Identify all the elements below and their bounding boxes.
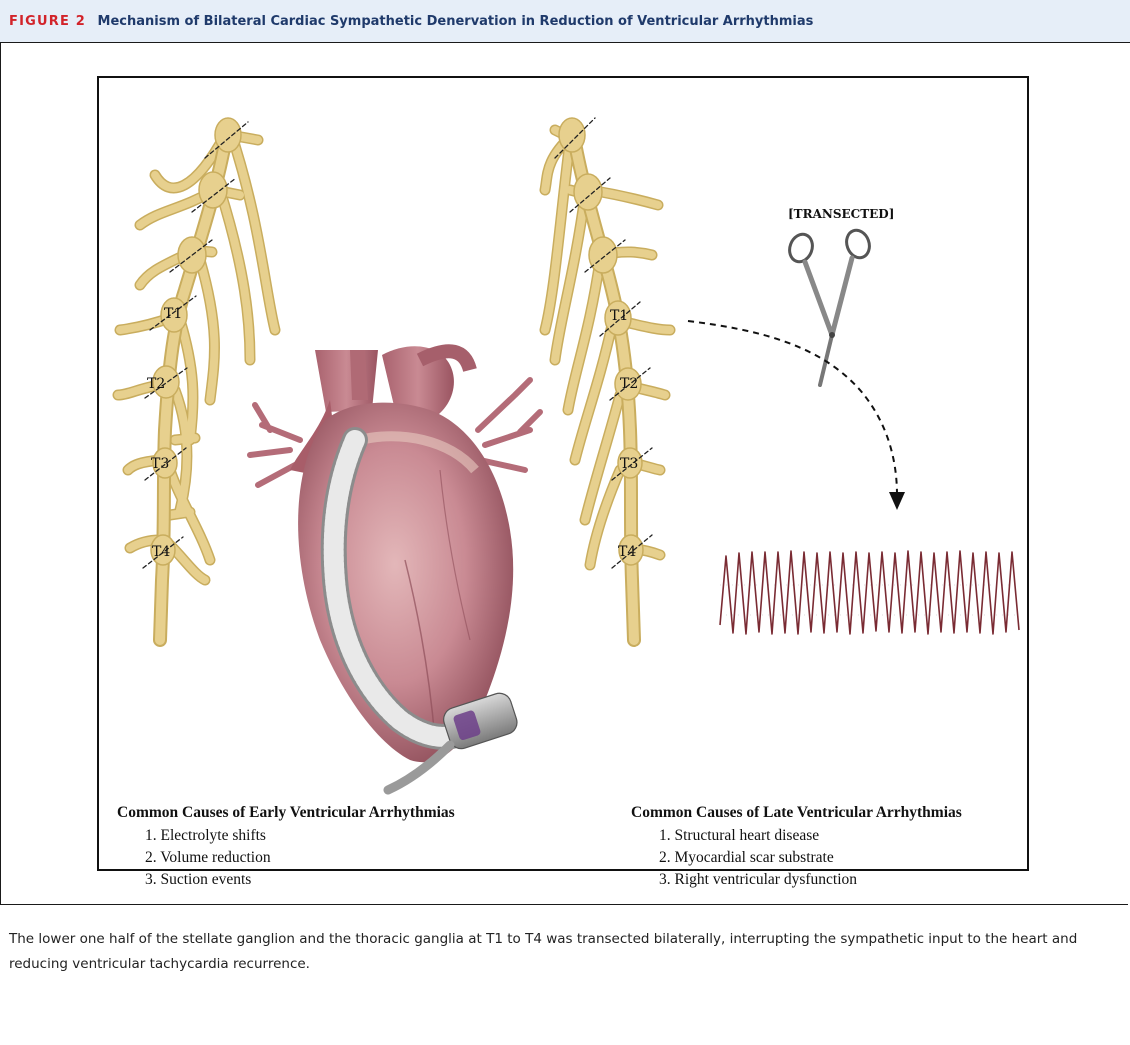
right-sympathetic-chain bbox=[545, 118, 670, 640]
right-ganglion-label-t3: T3 bbox=[620, 456, 638, 472]
scissors-label: [TRANSECTED] bbox=[788, 207, 894, 221]
early-causes-heading: Common Causes of Early Ventricular Arrhy… bbox=[117, 804, 455, 822]
early-cause-item: 1. Electrolyte shifts bbox=[117, 825, 455, 847]
late-causes-heading: Common Causes of Late Ventricular Arrhyt… bbox=[631, 804, 962, 822]
early-cause-item: 2. Volume reduction bbox=[117, 847, 455, 869]
scissors-icon bbox=[786, 227, 873, 385]
late-cause-item: 2. Myocardial scar substrate bbox=[631, 847, 962, 869]
figure-caption: The lower one half of the stellate gangl… bbox=[9, 927, 1109, 977]
late-cause-item: 1. Structural heart disease bbox=[631, 825, 962, 847]
left-ganglion-label-t2: T2 bbox=[147, 376, 165, 392]
left-ganglion-label-t4: T4 bbox=[152, 544, 170, 560]
left-ganglion-label-t3: T3 bbox=[151, 456, 169, 472]
heart-with-lvad bbox=[250, 346, 540, 790]
sympathetic-denervation-illustration: T1 T2 T3 T4 T1 T2 T3 T4 bbox=[0, 0, 1130, 905]
early-cause-item: 3. Suction events bbox=[117, 869, 455, 891]
right-ganglion-label-t4: T4 bbox=[618, 544, 636, 560]
left-ganglion-label-t1: T1 bbox=[164, 306, 182, 322]
right-ganglion-label-t2: T2 bbox=[620, 376, 638, 392]
early-causes-list: Common Causes of Early Ventricular Arrhy… bbox=[117, 804, 455, 891]
late-causes-list: Common Causes of Late Ventricular Arrhyt… bbox=[631, 804, 962, 891]
right-ganglion-label-t1: T1 bbox=[610, 308, 628, 324]
late-cause-item: 3. Right ventricular dysfunction bbox=[631, 869, 962, 891]
transection-arrow bbox=[688, 321, 905, 510]
ecg-trace bbox=[720, 551, 1019, 634]
left-sympathetic-chain bbox=[118, 118, 275, 640]
ventricular-tachycardia-ecg bbox=[720, 551, 1020, 634]
